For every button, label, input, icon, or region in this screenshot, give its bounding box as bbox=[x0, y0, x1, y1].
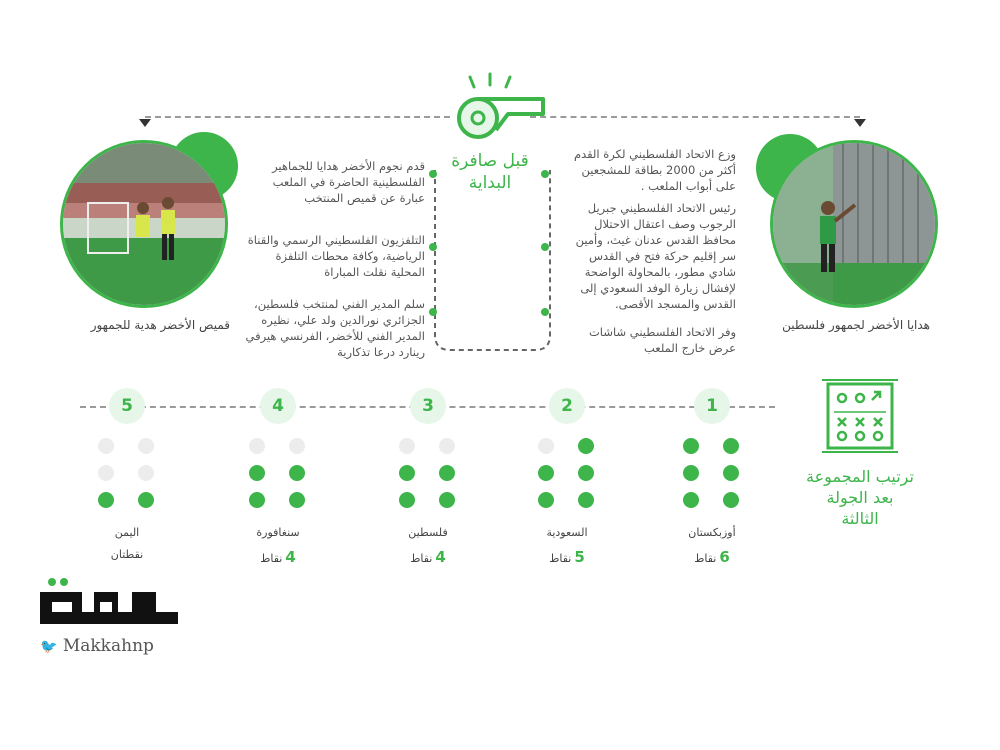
point-dot bbox=[138, 492, 154, 508]
bullet-dot bbox=[541, 308, 549, 316]
bullet-dot bbox=[429, 243, 437, 251]
rank-circle: 2 bbox=[549, 388, 585, 424]
point-dot bbox=[289, 465, 305, 481]
team-name: السعودية bbox=[546, 526, 588, 539]
team-points: 6نقاط bbox=[694, 548, 730, 566]
right-paragraph-2: رئيس الاتحاد الفلسطيني جبريل الرجوب وصف … bbox=[575, 201, 736, 311]
brand-logo-mark bbox=[40, 578, 178, 624]
point-dot bbox=[249, 465, 265, 481]
left-paragraph-3: سلم المدير الفني لمنتخب فلسطين، الجزائري… bbox=[245, 297, 426, 359]
point-dot bbox=[723, 465, 739, 481]
right-paragraph-1: وزع الاتحاد الفلسطيني لكرة القدم أكثر من… bbox=[573, 147, 736, 193]
point-dot bbox=[98, 438, 114, 454]
point-dot bbox=[249, 492, 265, 508]
point-dot bbox=[578, 465, 594, 481]
tactics-board-icon bbox=[822, 379, 898, 453]
point-dot bbox=[683, 465, 699, 481]
left-photo-caption: قميص الأخضر هدية للجمهور bbox=[90, 318, 230, 332]
point-dot bbox=[289, 438, 305, 454]
bullet-dot bbox=[429, 170, 437, 178]
team-name: اليمن bbox=[114, 526, 140, 539]
rank-circle: 1 bbox=[694, 388, 730, 424]
team-points: 4نقاط bbox=[260, 548, 296, 566]
standings-title: ترتيب المجموعة بعد الجولة الثالثة bbox=[806, 467, 914, 528]
point-dot bbox=[138, 438, 154, 454]
point-dot bbox=[439, 465, 455, 481]
brand-handle: 🐦 Makkahnp bbox=[40, 636, 154, 656]
team-name: أوزبكستان bbox=[688, 526, 736, 539]
team-name: فلسطين bbox=[408, 526, 448, 539]
team-points: نقطتان bbox=[110, 548, 144, 561]
point-dot bbox=[289, 492, 305, 508]
point-dot bbox=[399, 438, 415, 454]
right-paragraph-3: وفر الاتحاد الفلسطيني شاشات عرض خارج الم… bbox=[588, 325, 736, 355]
top-dashed-line-left bbox=[145, 116, 450, 118]
team-points: 4نقاط bbox=[410, 548, 446, 566]
rank-circle: 5 bbox=[109, 388, 145, 424]
rank-circle: 3 bbox=[410, 388, 446, 424]
left-photo bbox=[60, 140, 228, 308]
twitter-bird-icon: 🐦 bbox=[40, 639, 58, 655]
team-points: 5نقاط bbox=[549, 548, 585, 566]
right-photo-caption: هدايا الأخضر لجمهور فلسطين bbox=[782, 318, 930, 332]
point-dot bbox=[723, 492, 739, 508]
point-dot bbox=[98, 465, 114, 481]
point-dot bbox=[538, 465, 554, 481]
point-dot bbox=[439, 438, 455, 454]
point-dot bbox=[683, 492, 699, 508]
point-dot bbox=[138, 465, 154, 481]
point-dot bbox=[683, 438, 699, 454]
team-name: سنغافورة bbox=[256, 526, 300, 539]
top-dashed-line-right bbox=[530, 116, 860, 118]
bullet-dot bbox=[429, 308, 437, 316]
right-photo bbox=[770, 140, 938, 308]
point-dot bbox=[578, 492, 594, 508]
bullet-dot bbox=[541, 243, 549, 251]
brand-logo bbox=[34, 572, 184, 634]
point-dot bbox=[538, 492, 554, 508]
left-paragraph-2: التلفزيون الفلسطيني الرسمي والقناة الريا… bbox=[247, 233, 425, 279]
arrow-left-icon bbox=[139, 119, 151, 127]
bullet-dot bbox=[541, 170, 549, 178]
arrow-right-icon bbox=[854, 119, 866, 127]
left-paragraph-1: قدم نجوم الأخضر هدايا للجماهير الفلسطيني… bbox=[272, 159, 425, 205]
point-dot bbox=[538, 438, 554, 454]
center-dashed-frame bbox=[434, 170, 551, 351]
center-title: قبل صافرة البداية bbox=[451, 151, 529, 193]
point-dot bbox=[98, 492, 114, 508]
point-dot bbox=[439, 492, 455, 508]
point-dot bbox=[399, 492, 415, 508]
point-dot bbox=[578, 438, 594, 454]
point-dot bbox=[399, 465, 415, 481]
point-dot bbox=[249, 438, 265, 454]
point-dot bbox=[723, 438, 739, 454]
whistle-icon bbox=[457, 72, 545, 139]
rank-circle: 4 bbox=[260, 388, 296, 424]
